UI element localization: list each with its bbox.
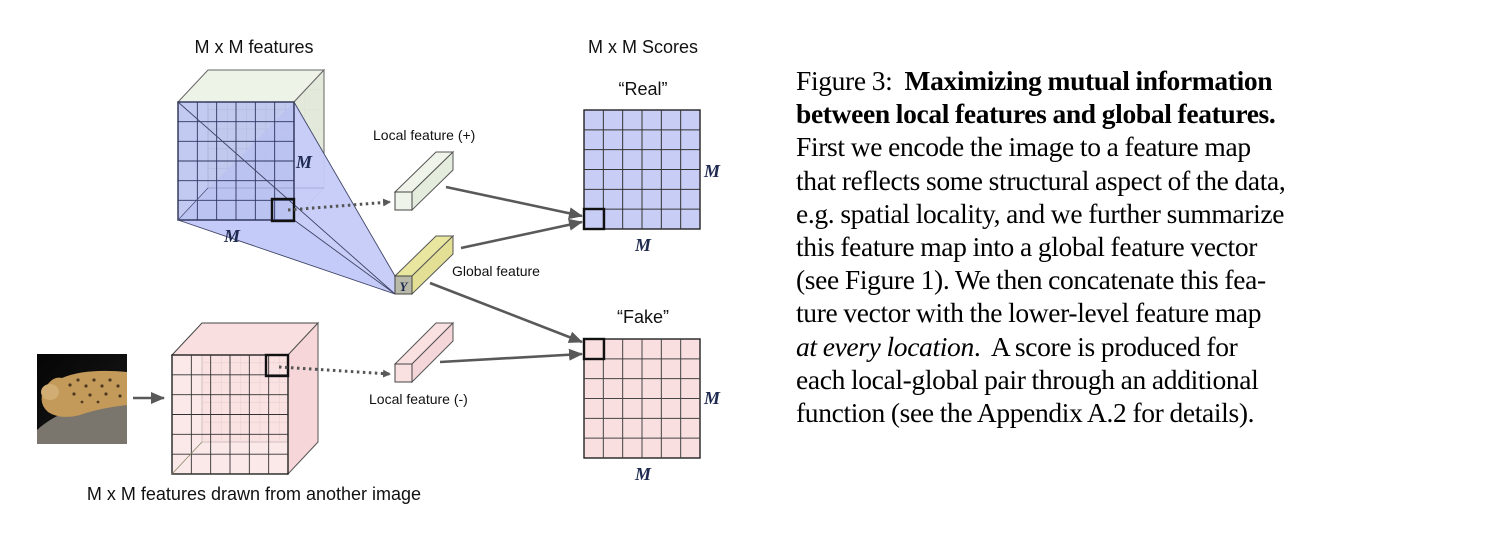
local-feature-positive-label: Local feature (+) [373,127,475,143]
fake-score-grid [582,337,701,459]
leopard-head [41,384,59,400]
caption-title-part-1: Maximizing mutual information [904,65,1273,96]
caption-title-part-2: between local features and global featur… [796,98,1276,130]
real-selected-cell [582,207,606,231]
caption-line-3: First we encode the image to a feature m… [796,131,1251,163]
caption-line-8: ture vector with the lower-level feature… [796,297,1262,329]
bottom-feature-cube [170,321,320,476]
selected-patch-top [270,197,296,223]
caption-line-6: this feature map into a global feature v… [796,231,1258,263]
arrow-global-to-real [460,218,583,250]
figure-number: Figure 3: [796,65,893,96]
arrow-local-pos-to-real [445,185,583,220]
real-score-grid [582,109,701,231]
global-feature-label: Global feature [452,263,540,279]
caption-emphasis: at every location [796,330,974,362]
local-feature-negative-vector [393,321,455,384]
caption-line-9-rest: . A score is produced for [973,330,1238,362]
fake-m-width: M [634,464,652,484]
global-feature-vector: Y [393,234,455,296]
projection-line [177,219,396,295]
figure-diagram: M x M features M x M Scores “Real” M M [37,37,721,504]
fake-m-height: M [703,388,721,408]
caption-line-11: function (see the Appendix A.2 for detai… [796,397,1255,429]
local-feature-negative-label: Local feature (-) [369,391,468,407]
leopard-body [41,370,127,417]
m-label-height: M [295,152,313,172]
caption-line-9: at every location. A score is produced f… [796,330,1496,363]
dotted-arrow-bottom [278,365,391,378]
arrow-global-to-fake [429,281,583,344]
fake-label: “Fake” [617,307,669,327]
top-feature-cube: M M [176,68,396,295]
y-cell [394,275,413,295]
caption-line-2: between local features and global featur… [796,97,1496,130]
local-feature-positive-vector [393,150,455,212]
projection-line [293,219,396,295]
caption-line-7: (see Figure 1). We then concatenate this… [796,264,1266,296]
arrow-local-neg-to-fake [439,348,583,364]
y-label: Y [400,279,409,294]
real-m-height: M [703,161,721,181]
leopard-image [37,354,127,444]
dotted-arrow-top [287,198,391,212]
projection-line [293,101,396,277]
real-label: “Real” [618,79,667,99]
branch [37,404,127,444]
caption-line-5: e.g. spatial locality, and we further su… [796,197,1285,229]
figure-caption: Figure 3: Maximizing mutual information … [796,64,1496,429]
selected-patch-bottom [264,353,290,378]
top-features-label: M x M features [194,37,313,57]
m-label-width: M [223,226,241,246]
fake-selected-cell [582,337,606,361]
caption-line-1: Figure 3: Maximizing mutual information [796,64,1496,97]
caption-line-10: each local-global pair through an additi… [796,363,1259,395]
scores-label: M x M Scores [588,37,698,57]
bottom-features-label: M x M features drawn from another image [87,484,421,504]
real-m-width: M [634,235,652,255]
caption-line-4: that reflects some structural aspect of … [796,164,1286,196]
